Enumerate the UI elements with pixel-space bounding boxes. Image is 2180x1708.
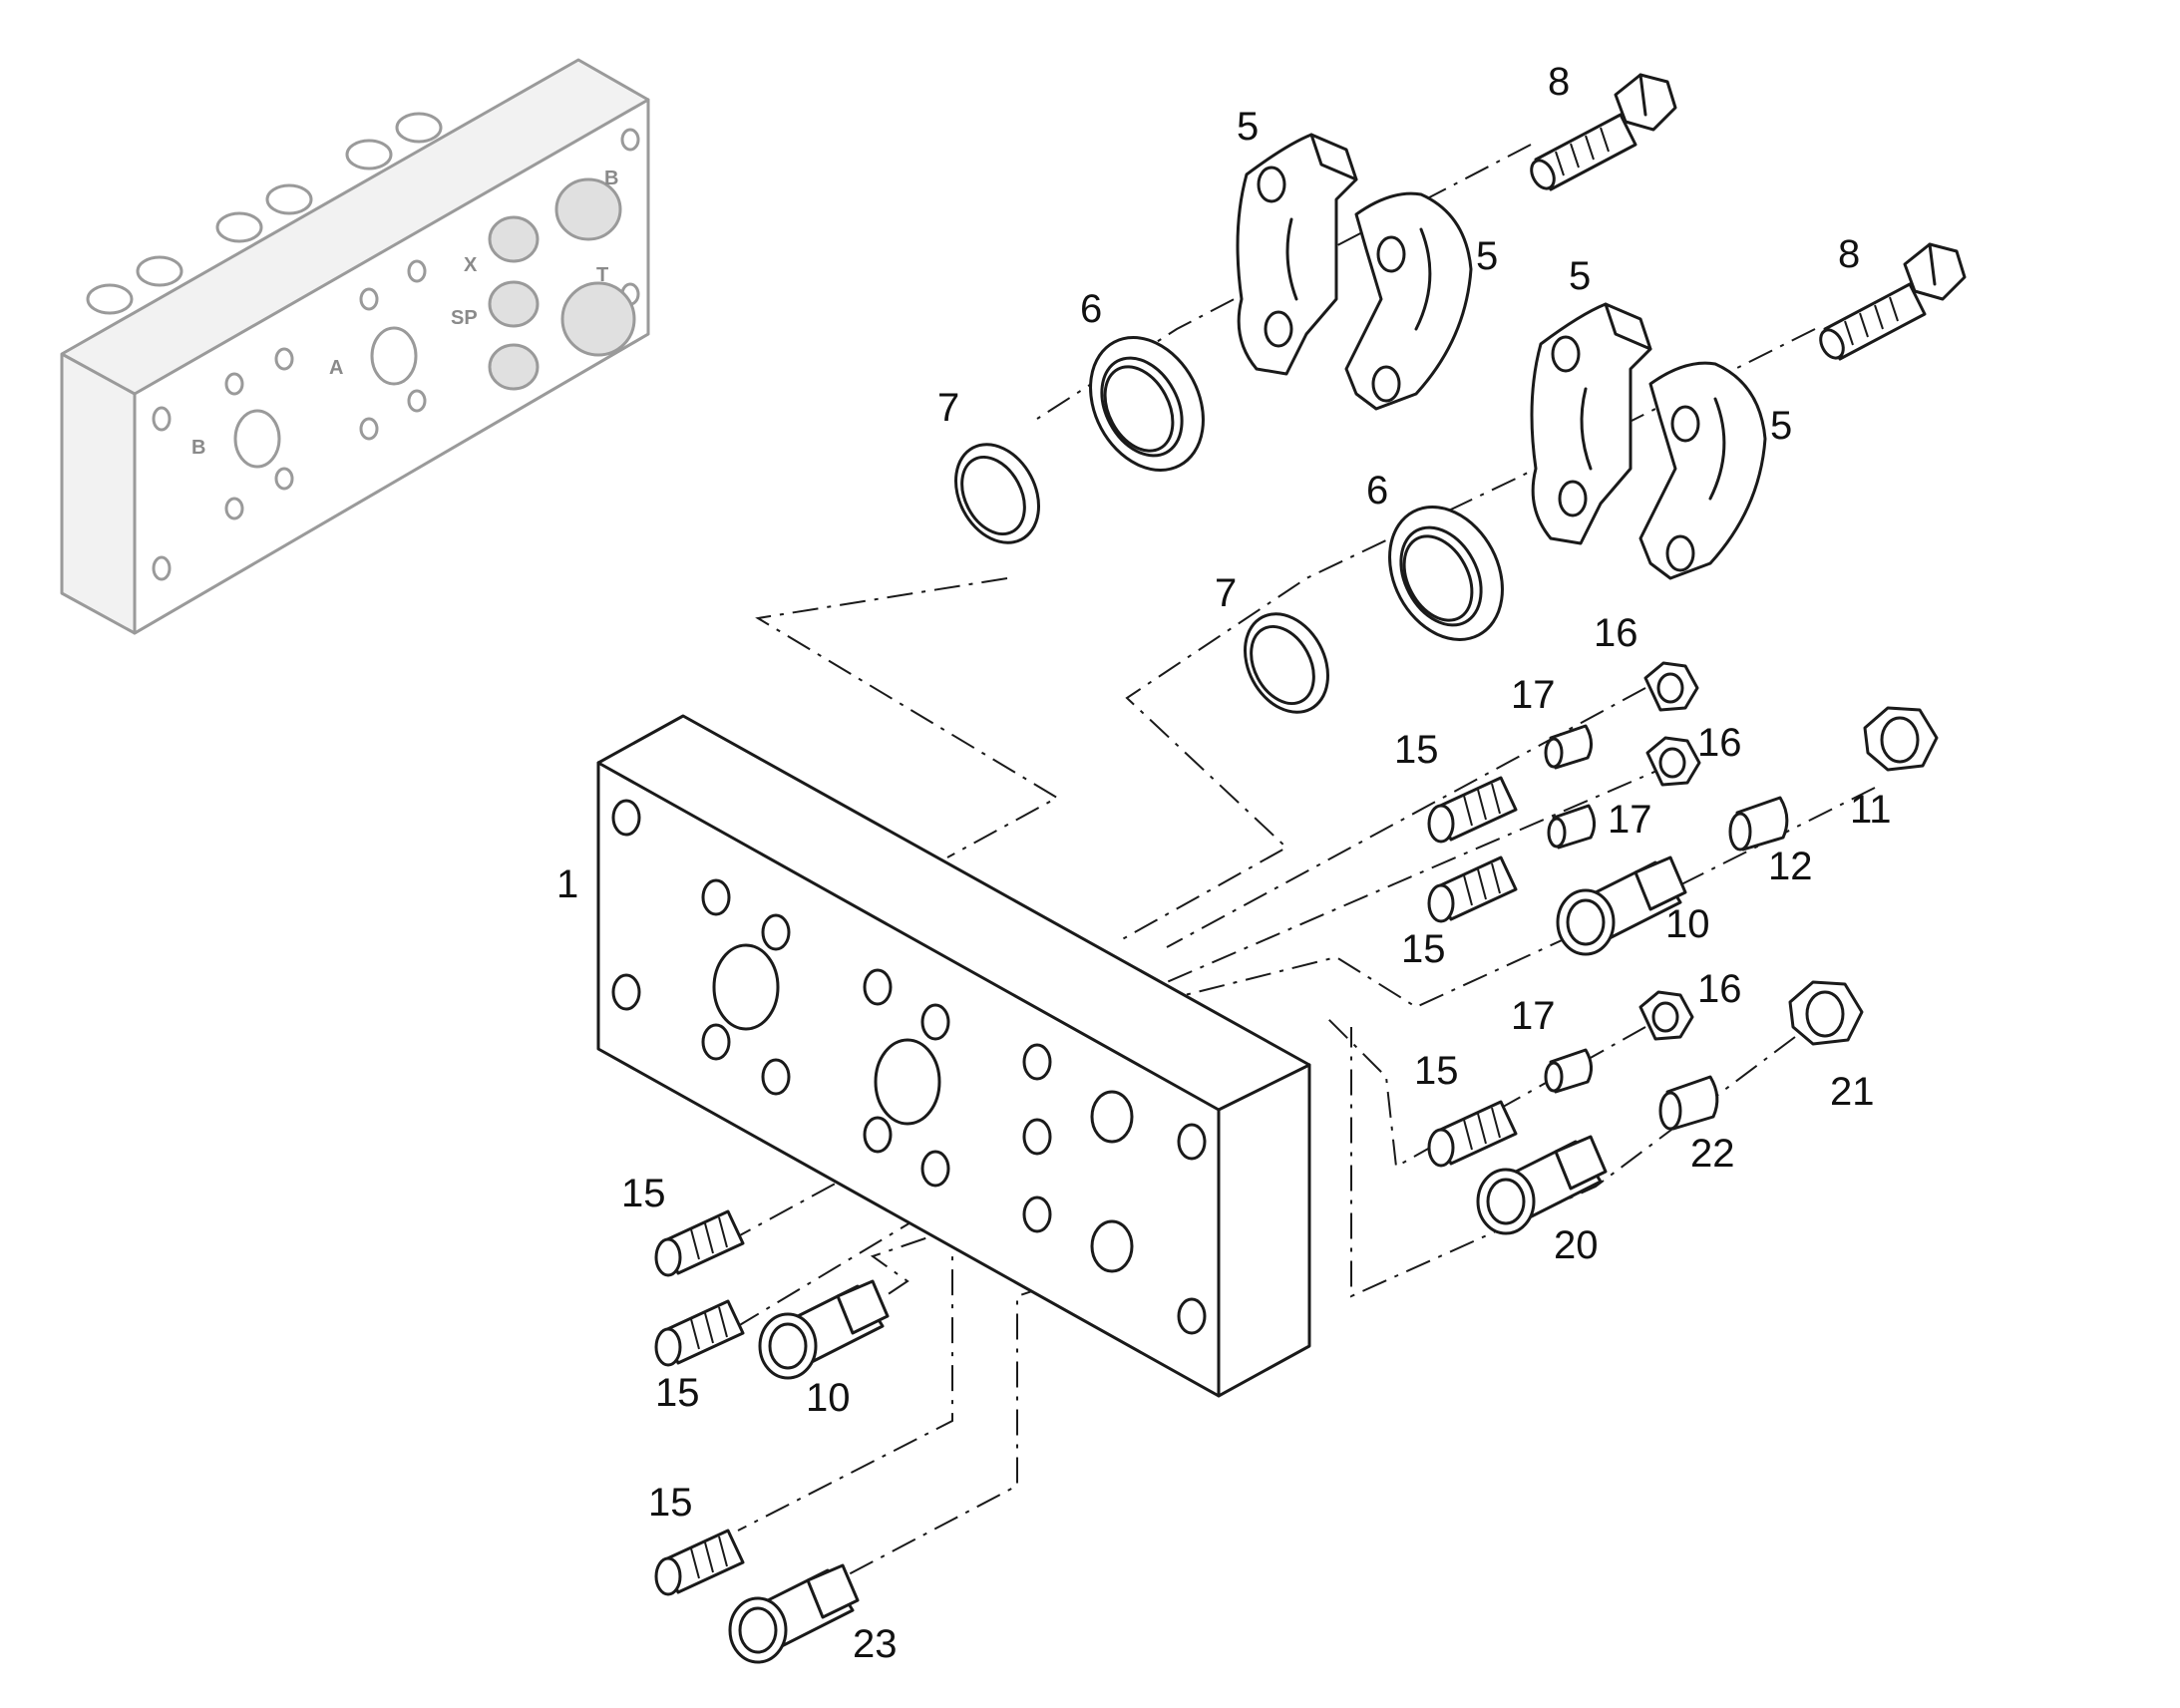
callout-23: 23 xyxy=(853,1622,898,1666)
fitting-15-left-middle xyxy=(654,1299,745,1367)
ghost-label-sp: SP xyxy=(451,307,478,329)
ghost-label-b-left: B xyxy=(191,437,205,459)
callout-6-upper: 6 xyxy=(1080,287,1102,331)
callout-5-lower-left: 5 xyxy=(1569,254,1591,298)
nut-16-middle xyxy=(1645,736,1701,787)
fitting-23 xyxy=(728,1563,860,1664)
callout-15-right-top: 15 xyxy=(1394,728,1439,772)
callout-5-lower-right: 5 xyxy=(1770,404,1792,448)
callout-12: 12 xyxy=(1768,845,1813,888)
split-flange-5-lower-left xyxy=(1530,302,1652,545)
callout-16-top: 16 xyxy=(1594,611,1638,655)
split-flange-5-upper-right xyxy=(1344,191,1473,411)
sleeve-17-top xyxy=(1544,724,1593,770)
split-flange-5-upper-left xyxy=(1236,133,1358,376)
fitting-15-right-top xyxy=(1427,776,1518,844)
ghost-label-b-right: B xyxy=(604,168,618,189)
nut-21 xyxy=(1788,980,1864,1046)
ghost-label-t: T xyxy=(596,264,608,286)
nut-11 xyxy=(1863,706,1939,772)
fitting-15-right-lower xyxy=(1427,1100,1518,1168)
nut-16-lower xyxy=(1638,990,1694,1041)
callout-16-lower: 16 xyxy=(1697,967,1742,1011)
callout-10-left: 10 xyxy=(806,1376,851,1420)
sleeve-22 xyxy=(1658,1075,1719,1131)
sleeve-12 xyxy=(1728,796,1789,852)
ghost-label-x: X xyxy=(464,254,478,276)
callout-15-left-top: 15 xyxy=(621,1172,666,1215)
callout-17-top: 17 xyxy=(1511,673,1556,717)
callout-8-upper: 8 xyxy=(1548,60,1570,104)
bolt-8-upper xyxy=(1530,73,1677,191)
callout-15-right-lower: 15 xyxy=(1414,1049,1459,1093)
fitting-10-right xyxy=(1556,855,1687,956)
fitting-15-right-middle xyxy=(1427,855,1518,923)
flange-adapter-6-lower xyxy=(1388,506,1504,641)
fitting-20 xyxy=(1476,1135,1608,1235)
callout-7-upper: 7 xyxy=(937,386,959,430)
callout-6-lower: 6 xyxy=(1366,469,1388,512)
manifold-block xyxy=(596,714,1311,1398)
ghost-label-a: A xyxy=(329,357,343,379)
callout-15-left-middle: 15 xyxy=(655,1371,700,1415)
callout-15-left-bottom: 15 xyxy=(648,1481,693,1525)
callout-22: 22 xyxy=(1690,1132,1735,1176)
callout-labels: 8 8 5 5 5 5 6 6 7 7 1 16 16 16 17 17 17 … xyxy=(556,60,1892,1666)
callout-20: 20 xyxy=(1554,1223,1599,1267)
fitting-15-left-bottom xyxy=(654,1529,745,1596)
callout-5-upper-left: 5 xyxy=(1237,105,1259,149)
sleeve-17-lower xyxy=(1544,1048,1593,1094)
callout-15-right-middle: 15 xyxy=(1401,927,1446,971)
ghost-fittings xyxy=(488,177,636,391)
manifold-holes xyxy=(611,799,1207,1335)
fitting-10-left xyxy=(758,1279,890,1380)
ghost-studs xyxy=(86,112,443,315)
callout-21: 21 xyxy=(1830,1070,1875,1114)
seal-ring-7-lower xyxy=(1244,612,1329,714)
bolt-8-lower xyxy=(1819,242,1967,361)
seal-ring-7-upper xyxy=(954,443,1040,544)
ghost-face-holes xyxy=(152,128,640,581)
callout-8-lower: 8 xyxy=(1838,232,1860,276)
sleeve-17-middle xyxy=(1547,804,1596,850)
ghost-assembly-view: B A X SP B T xyxy=(60,58,650,635)
callout-11: 11 xyxy=(1850,788,1892,832)
flange-adapter-6-upper xyxy=(1089,336,1205,472)
callout-5-upper-right: 5 xyxy=(1476,234,1498,278)
callout-17-lower: 17 xyxy=(1511,994,1556,1038)
fitting-15-left-top xyxy=(654,1209,745,1277)
callout-1: 1 xyxy=(556,862,578,906)
nut-16-top xyxy=(1643,661,1699,712)
callout-10-right: 10 xyxy=(1665,902,1710,946)
split-flange-5-lower-right xyxy=(1638,361,1767,580)
callout-7-lower: 7 xyxy=(1215,571,1237,615)
callout-17-middle: 17 xyxy=(1608,798,1652,842)
callout-16-middle: 16 xyxy=(1697,721,1742,765)
